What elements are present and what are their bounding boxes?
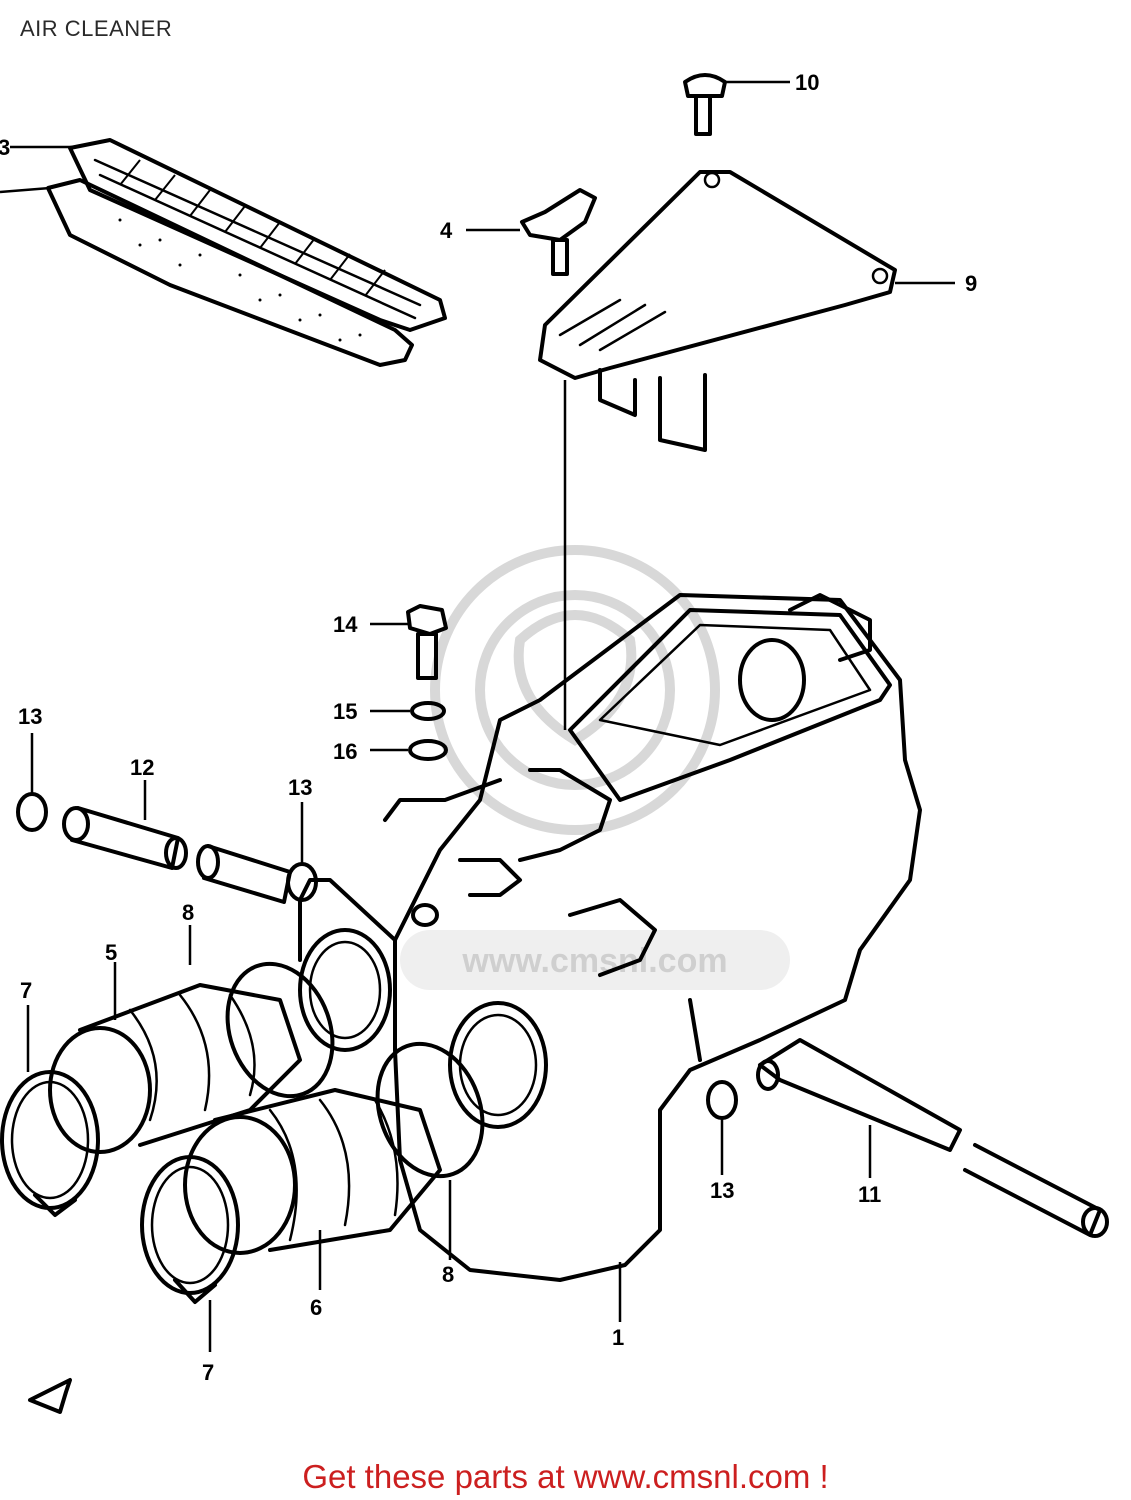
- callout-label: 13: [710, 1178, 734, 1203]
- part-intake-boot-lower: [183, 1088, 442, 1255]
- callout-label: 8: [182, 900, 194, 925]
- callout-label: 11: [858, 1182, 881, 1207]
- callout-label: 13: [288, 775, 312, 800]
- part-bolt: [406, 604, 448, 680]
- part-washer: [408, 739, 448, 761]
- part-o-ring-lower: [375, 1041, 485, 1179]
- part-clamp-upper: [0, 1070, 100, 1217]
- callout-label: 5: [105, 940, 117, 965]
- watermark-text: www.cmsnl.com: [461, 942, 727, 980]
- footer-link[interactable]: Get these parts at www.cmsnl.com !: [302, 1458, 829, 1495]
- callout-label: 7: [202, 1360, 214, 1385]
- callout-label: 1: [612, 1325, 624, 1350]
- callout-label: 6: [310, 1295, 322, 1320]
- callout-label: 13: [18, 704, 42, 729]
- page-title: AIR CLEANER: [20, 16, 173, 41]
- part-screw: [683, 73, 727, 136]
- watermark-logo: www.cmsnl.com: [400, 545, 790, 990]
- part-air-cleaner-box: [298, 593, 922, 1282]
- callout-label: 8: [442, 1262, 454, 1287]
- callout-label: 12: [130, 755, 154, 780]
- leader-lines: [0, 80, 955, 1352]
- callout-labels: 3 4 5 6 7 7 8 8 9 10 11 12 13 13 13 14 1…: [0, 70, 977, 1385]
- part-hose-11: [756, 1038, 1109, 1238]
- part-wing-nut: [520, 188, 597, 276]
- callout-label: 14: [333, 612, 358, 637]
- callout-label: 3: [0, 135, 10, 160]
- callout-label: 7: [20, 978, 32, 1003]
- callout-label: 4: [440, 218, 453, 243]
- callout-label: 10: [795, 70, 819, 95]
- part-o-ring-upper: [225, 961, 335, 1099]
- callout-label: 15: [333, 699, 357, 724]
- callout-label: 9: [965, 271, 977, 296]
- part-foam-pad: [46, 178, 414, 367]
- part-filter-element: [68, 138, 447, 332]
- front-direction-arrow-icon: [28, 1378, 72, 1414]
- part-hose-12: [62, 806, 292, 904]
- part-lock-washer: [410, 701, 446, 721]
- callout-label: 16: [333, 739, 357, 764]
- part-cover: [538, 170, 897, 452]
- part-clamp-lower: [140, 1155, 240, 1304]
